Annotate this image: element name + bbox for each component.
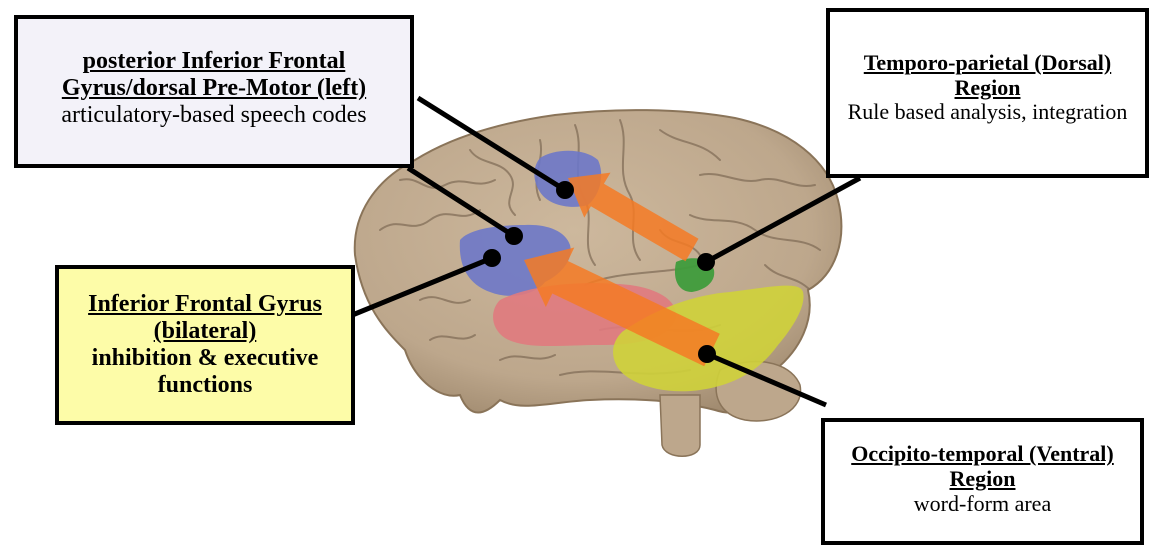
connector-dot-ifg (483, 249, 501, 267)
label-box-temporo-parietal: Temporo-parietal (Dorsal) Region Rule ba… (826, 8, 1149, 178)
brain-stem (660, 395, 700, 456)
label-description-occipito-temporal: word-form area (825, 492, 1140, 517)
label-box-posterior-ifg: posterior Inferior Frontal Gyrus/dorsal … (14, 15, 414, 168)
connector-dot-pifg (556, 181, 574, 199)
label-description-posterior-ifg: articulatory-based speech codes (18, 102, 410, 129)
label-description-inferior-frontal-gyrus: inhibition & executive functions (59, 345, 351, 399)
connector-dot-ot (698, 345, 716, 363)
label-heading-temporo-parietal: Temporo-parietal (Dorsal) Region (830, 51, 1145, 101)
label-box-inferior-frontal-gyrus: Inferior Frontal Gyrus (bilateral) inhib… (55, 265, 355, 425)
label-heading-posterior-ifg: posterior Inferior Frontal Gyrus/dorsal … (18, 48, 410, 102)
label-description-temporo-parietal: Rule based analysis, integration (830, 100, 1145, 125)
connector-dot-pifg-lower (505, 227, 523, 245)
connector-dot-tp (697, 253, 715, 271)
label-box-occipito-temporal: Occipito-temporal (Ventral) Region word-… (821, 418, 1144, 545)
label-heading-inferior-frontal-gyrus: Inferior Frontal Gyrus (bilateral) (59, 291, 351, 345)
label-heading-occipito-temporal: Occipito-temporal (Ventral) Region (825, 442, 1140, 492)
